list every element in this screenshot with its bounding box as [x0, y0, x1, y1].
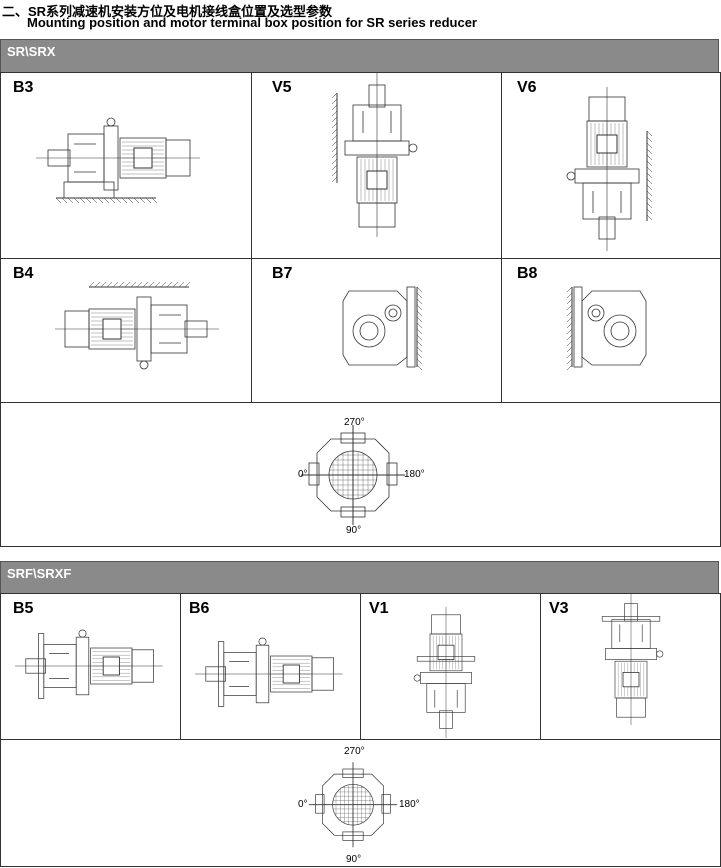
gearmotor-drawing-b3	[36, 117, 200, 204]
position-v5: V5	[251, 72, 502, 259]
housing-outline	[342, 290, 408, 366]
terminal-box-diagram	[308, 762, 398, 848]
position-v3: V3	[540, 593, 721, 740]
position-label: B4	[13, 265, 34, 282]
gearmotor-drawing-v5	[331, 73, 418, 237]
section-header-sr-srx: SR\SRX	[0, 39, 719, 73]
position-b7: B7	[251, 258, 502, 403]
position-label: B3	[13, 79, 34, 96]
lifting-eye	[139, 360, 149, 370]
lifting-eye	[656, 650, 664, 658]
position-label: B6	[189, 600, 210, 617]
lifting-eye	[566, 171, 576, 181]
lifting-eye	[258, 637, 267, 646]
position-label: V6	[517, 79, 537, 96]
position-b4: B4	[0, 258, 252, 403]
position-v6: V6	[501, 72, 721, 259]
position-b6: B6	[180, 593, 361, 740]
housing-outline	[322, 773, 384, 836]
title-chinese: 二、SR系列减速机安装方位及电机接线盒位置及选型参数	[2, 4, 333, 19]
gearmotor-drawing-b5	[14, 629, 163, 699]
mounting-flange	[416, 656, 476, 662]
gear-small	[587, 304, 605, 322]
gearmotor-drawing-b6	[194, 637, 343, 707]
gearmotor-drawing-v3	[601, 594, 664, 726]
position-v1: V1	[360, 593, 541, 740]
position-label: V5	[272, 79, 292, 96]
gearmotor-drawing-b8	[566, 286, 647, 371]
title-english: Mounting position and motor terminal box…	[27, 15, 477, 30]
housing-outline	[581, 290, 647, 366]
mounting-flange	[218, 641, 225, 707]
housing-outline	[316, 438, 390, 512]
lifting-eye	[106, 117, 116, 127]
gearmotor-drawing-v6	[566, 87, 653, 251]
section-header-srf-srxf: SRF\SRXF	[0, 561, 719, 594]
gearmotor-drawing-v1	[413, 606, 476, 739]
gear-small	[384, 304, 402, 322]
position-label: V1	[369, 600, 389, 617]
position-b8: B8	[501, 258, 721, 403]
position-b5: B5	[0, 593, 181, 740]
lifting-eye	[408, 143, 418, 153]
terminal-box-diagram	[301, 425, 405, 525]
lifting-eye	[413, 674, 421, 682]
position-label: B5	[13, 600, 34, 617]
gearmotor-drawing-b4	[55, 281, 219, 370]
position-label: B8	[517, 265, 538, 282]
terminal-box-positions-2: 270°0°180°90°	[0, 739, 721, 867]
gear-large	[603, 314, 637, 348]
position-label: B7	[272, 265, 293, 282]
gearmotor-drawing-b7	[342, 286, 423, 371]
mounting-flange	[38, 633, 45, 699]
lifting-eye	[78, 629, 87, 638]
terminal-box-positions-1: 270°0°180°90°	[0, 402, 721, 547]
gear-large	[352, 314, 386, 348]
mounting-flange	[601, 616, 661, 622]
position-label: V3	[549, 600, 569, 617]
position-b3: B3	[0, 72, 252, 259]
